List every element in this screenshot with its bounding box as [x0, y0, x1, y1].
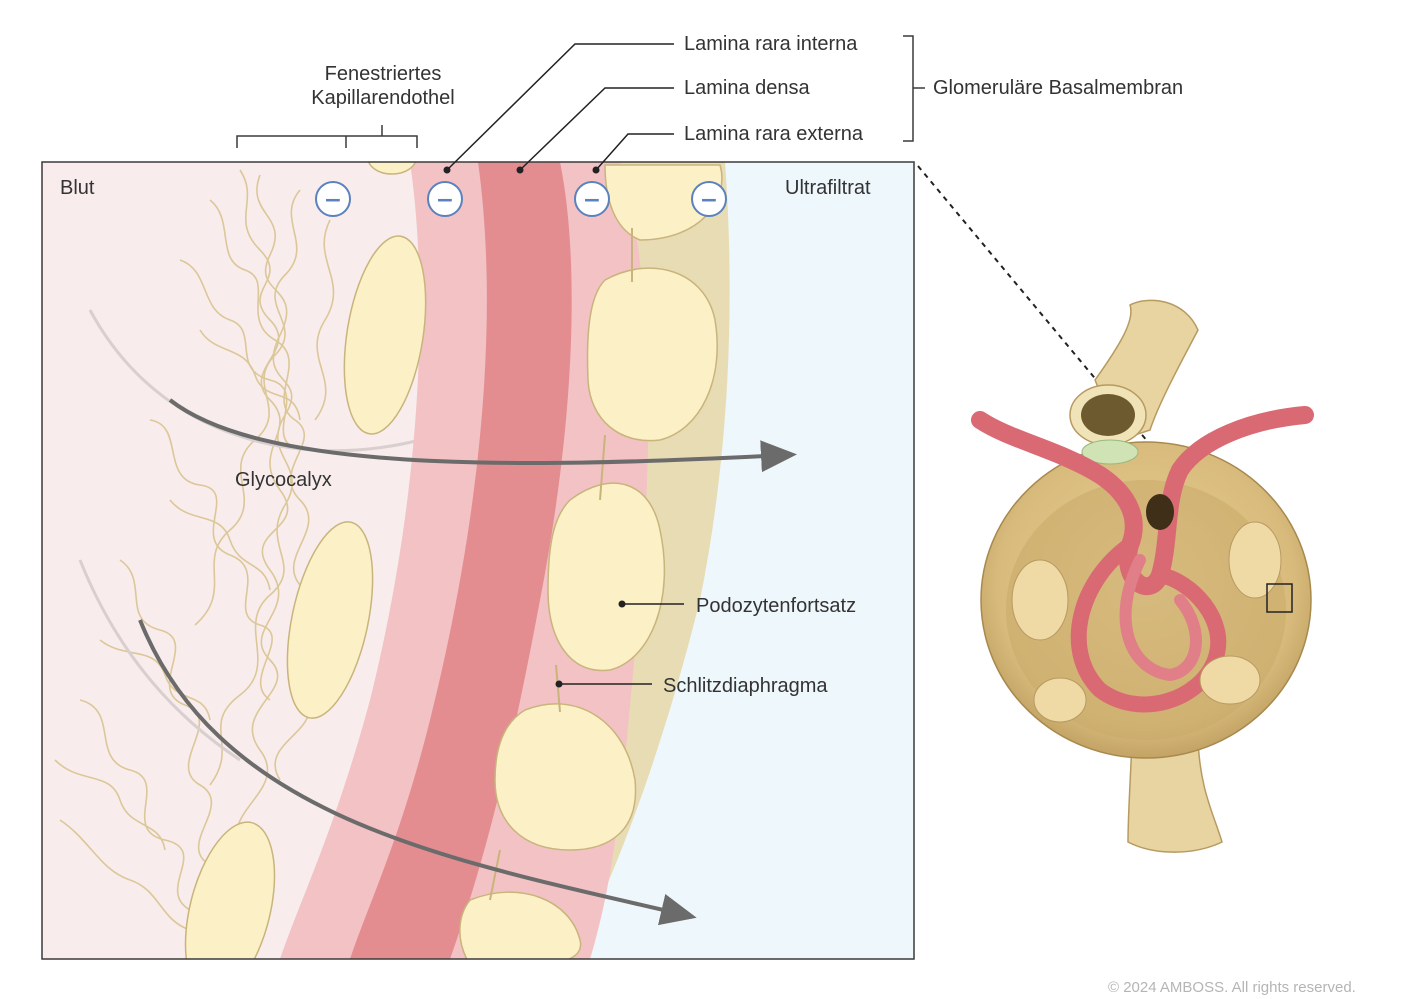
label-line: Kapillarendothel [311, 87, 455, 109]
filtration-arrow [168, 398, 797, 473]
glycocalyx-label: Glycocalyx [235, 469, 332, 491]
charge-sign: − [436, 188, 454, 213]
leader-lines [446, 43, 684, 685]
copyright-notice: © 2024 AMBOSS. All rights reserved. [1108, 979, 1356, 996]
leader-dots [443, 166, 626, 688]
endothelial-cells [184, 162, 427, 959]
glomerulus-illustration [971, 299, 1314, 853]
lamina-rara-interna-label: Lamina rara interna [684, 33, 858, 55]
slit-diaphragms [489, 228, 633, 901]
slit-diaphragm-label: Schlitzdiaphragma [663, 675, 828, 697]
lamina-densa-label: Lamina densa [684, 77, 810, 99]
charge-sign: − [700, 188, 718, 213]
gbm-bracket [903, 35, 925, 142]
endothelium-bracket [236, 125, 418, 148]
label-line: Fenestriertes [324, 63, 442, 85]
zoom-frame [41, 161, 915, 960]
glycocalyx-fibers [54, 169, 335, 931]
filtration-barrier-panel [42, 162, 914, 959]
negative-charge-icon: − [315, 181, 351, 217]
negative-charge-icon: − [574, 181, 610, 217]
filtration-arrow [138, 619, 697, 926]
lamina-rara-externa-label: Lamina rara externa [684, 123, 863, 145]
zoom-region-marker [1266, 583, 1293, 613]
blood-label: Blut [60, 177, 95, 199]
gbm-label: Glomeruläre Basalmembran [933, 77, 1184, 99]
fenestrated-endothelium-label: Fenestriertes Kapillarendothel [298, 62, 468, 110]
charge-sign: − [583, 188, 601, 213]
lamina-densa-layer [350, 162, 572, 959]
negative-charge-icon: − [427, 181, 463, 217]
ultrafiltrate-label: Ultrafiltrat [785, 177, 871, 199]
zoom-connector [917, 165, 1269, 587]
charge-sign: − [324, 188, 342, 213]
podocyte-foot-processes [459, 164, 723, 959]
podocyte-process-label: Podozytenfortsatz [696, 595, 857, 617]
negative-charge-icon: − [691, 181, 727, 217]
